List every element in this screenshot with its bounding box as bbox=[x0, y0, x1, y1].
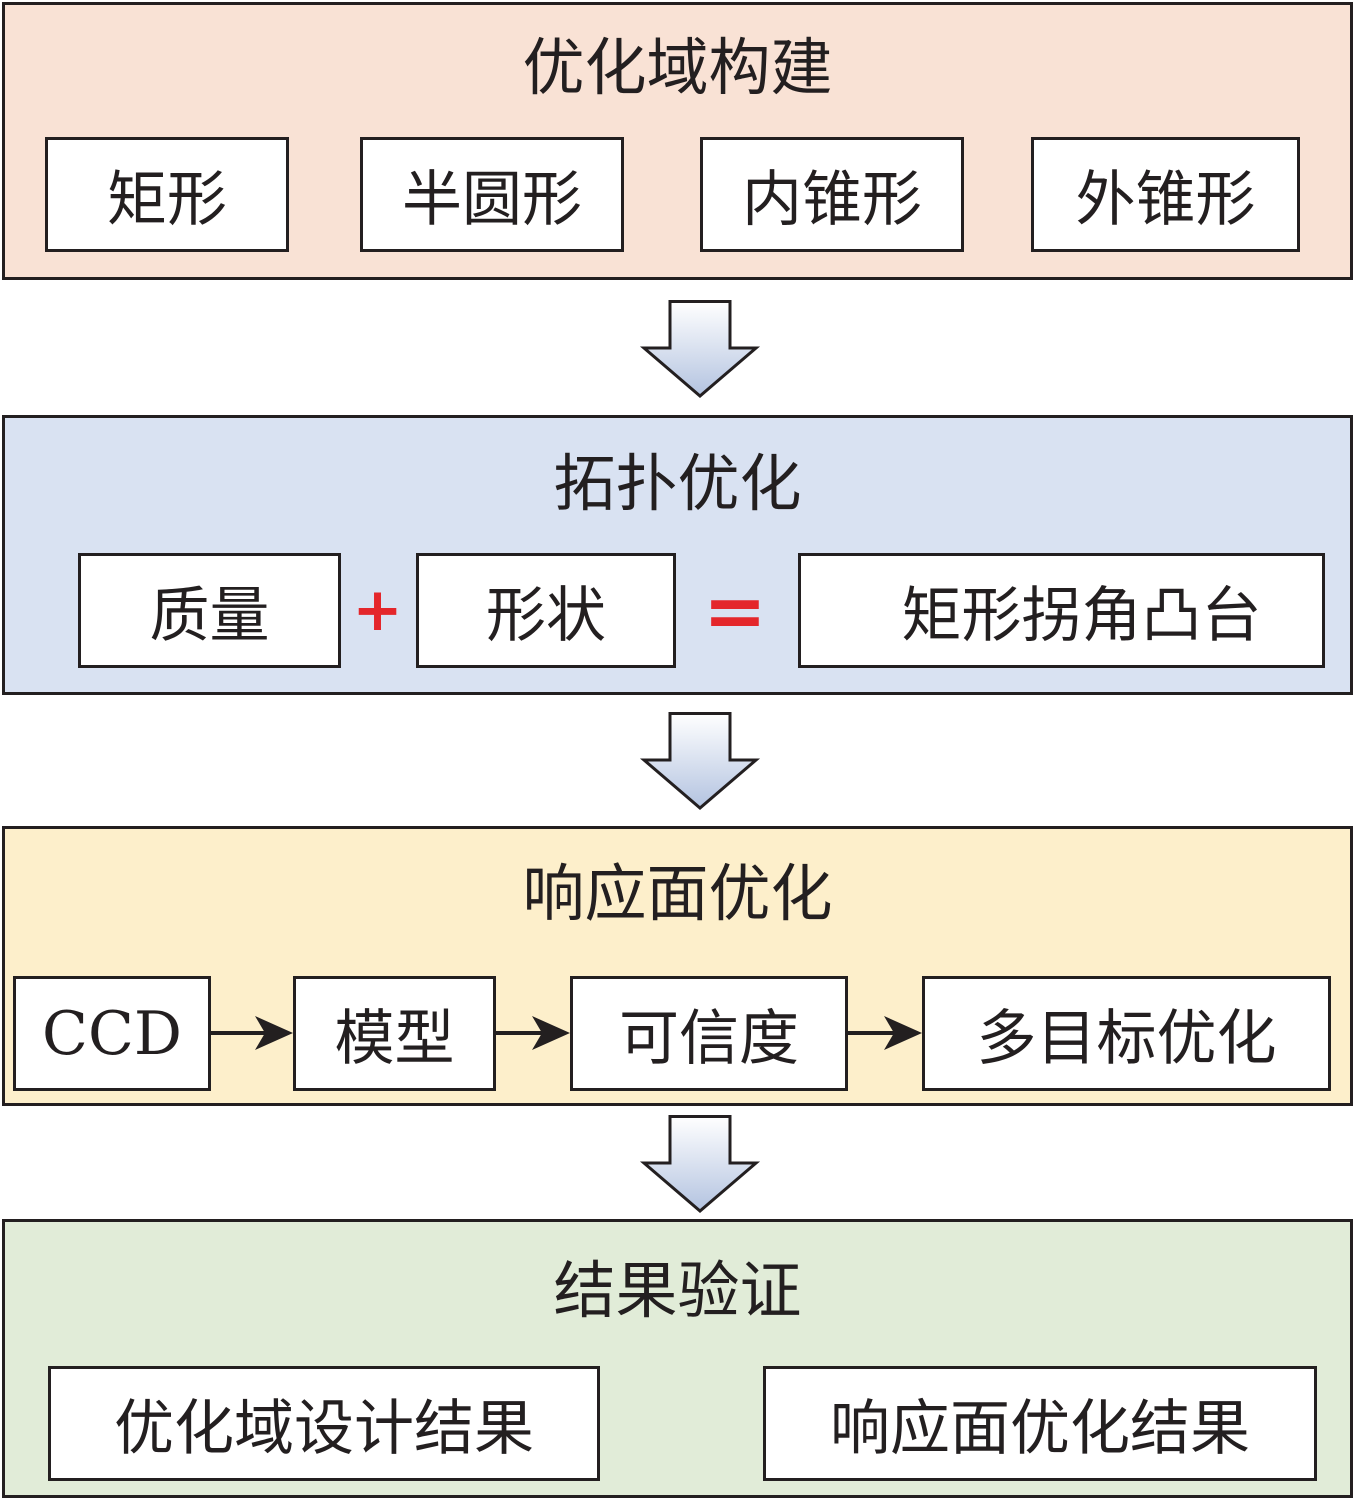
section-title: 响应面优化 bbox=[522, 857, 833, 930]
shape-box-semicircle: 半圆形 bbox=[360, 137, 624, 252]
section-title: 优化域构建 bbox=[522, 31, 833, 104]
shape-box-inner-cone: 内锥形 bbox=[700, 137, 964, 252]
box-ccd: CCD bbox=[13, 976, 211, 1091]
box-domain-design-result: 优化域设计结果 bbox=[48, 1366, 600, 1481]
box-mass: 质量 bbox=[78, 553, 341, 668]
down-arrow-icon bbox=[639, 300, 761, 398]
right-arrow-icon bbox=[496, 1016, 570, 1050]
section-result-verification: 结果验证 bbox=[2, 1219, 1353, 1498]
box-model: 模型 bbox=[293, 976, 496, 1091]
equals-operator: = bbox=[703, 565, 767, 655]
section-title: 拓扑优化 bbox=[553, 447, 802, 520]
right-arrow-icon bbox=[848, 1016, 922, 1050]
box-shape: 形状 bbox=[416, 553, 676, 668]
section-title: 结果验证 bbox=[553, 1254, 802, 1327]
down-arrow-icon bbox=[639, 1115, 761, 1213]
right-arrow-icon bbox=[211, 1016, 293, 1050]
box-response-surface-result: 响应面优化结果 bbox=[763, 1366, 1317, 1481]
down-arrow-icon bbox=[639, 712, 761, 810]
shape-box-outer-cone: 外锥形 bbox=[1031, 137, 1300, 252]
shape-box-rectangle: 矩形 bbox=[45, 137, 289, 252]
box-multi-objective-optimization: 多目标优化 bbox=[922, 976, 1331, 1091]
plus-operator: + bbox=[352, 575, 403, 645]
box-credibility: 可信度 bbox=[570, 976, 848, 1091]
box-rectangular-corner-boss: 矩形拐角凸台 bbox=[798, 553, 1325, 668]
